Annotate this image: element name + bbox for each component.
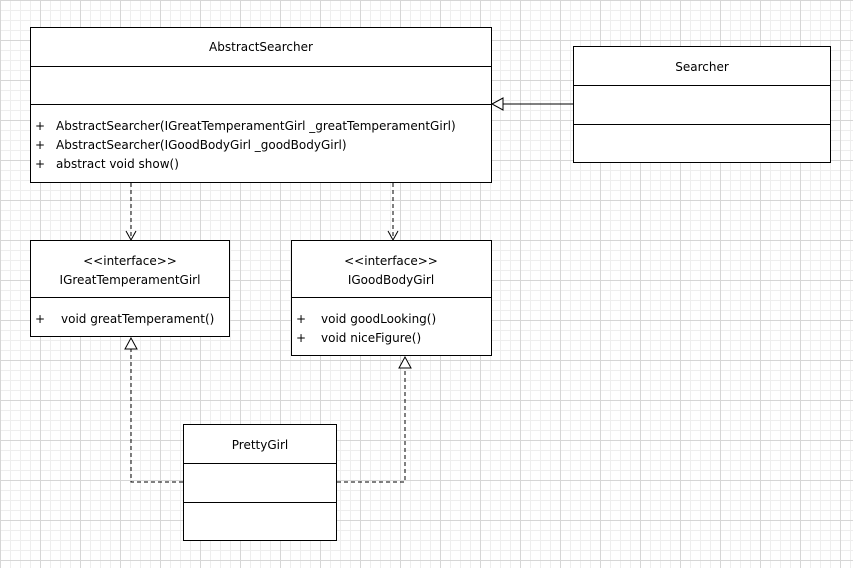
dependency-abstract-searcher-to-igood-body-girl [387, 183, 399, 242]
interface-stereotype: <<interface>> [83, 254, 177, 268]
member-visibility: + [296, 312, 306, 326]
class-name: Searcher [675, 60, 729, 74]
member-visibility: + [35, 157, 45, 171]
member-visibility: + [35, 119, 45, 133]
interface-igood-body-girl[interactable]: <<interface>> IGoodBodyGirl + void goodL… [291, 240, 492, 356]
interface-igreat-temperament-girl[interactable]: <<interface>> IGreatTemperamentGirl + vo… [30, 240, 230, 337]
dependency-abstract-searcher-to-igreat-temperament-girl [125, 183, 137, 242]
class-abstract-searcher[interactable]: AbstractSearcher + AbstractSearcher(IGre… [30, 27, 492, 183]
member-visibility: + [35, 312, 45, 326]
class-name: PrettyGirl [232, 438, 289, 452]
member-method-show: abstract void show() [56, 157, 179, 171]
interface-name: IGreatTemperamentGirl [60, 273, 201, 287]
member-method-great-temperament: void greatTemperament() [61, 312, 214, 326]
member-constructor-good-body: AbstractSearcher(IGoodBodyGirl _goodBody… [56, 138, 347, 152]
class-searcher[interactable]: Searcher [573, 46, 831, 163]
generalization-searcher-to-abstract-searcher [490, 97, 573, 111]
member-visibility: + [35, 138, 45, 152]
member-method-good-looking: void goodLooking() [321, 312, 436, 326]
realization-pretty-girl-to-igood-body-girl [337, 355, 412, 483]
class-name: AbstractSearcher [209, 40, 313, 54]
member-constructor-great-temperament: AbstractSearcher(IGreatTemperamentGirl _… [56, 119, 456, 133]
realization-pretty-girl-to-igreat-temperament-girl [124, 336, 183, 483]
member-method-nice-figure: void niceFigure() [321, 331, 421, 345]
member-visibility: + [296, 331, 306, 345]
interface-name: IGoodBodyGirl [348, 273, 434, 287]
interface-stereotype: <<interface>> [344, 254, 438, 268]
class-pretty-girl[interactable]: PrettyGirl [183, 424, 337, 541]
